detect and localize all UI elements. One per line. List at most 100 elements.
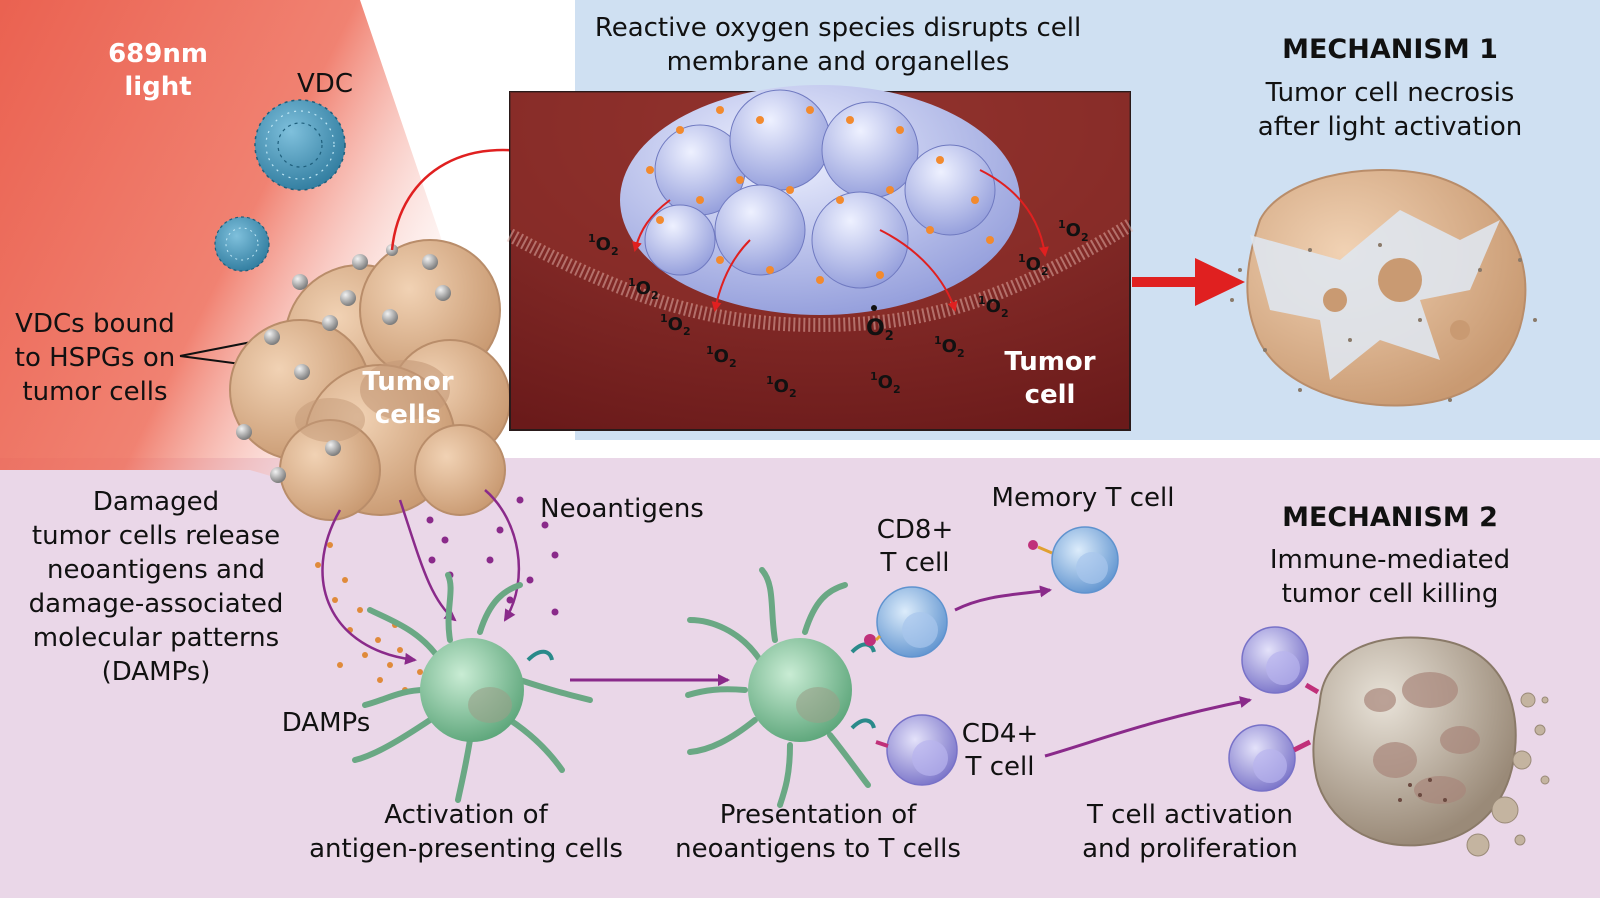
cd4-label-line2: T cell bbox=[965, 752, 1035, 782]
vdc-label: VDC bbox=[297, 69, 353, 99]
o2-super: 1 bbox=[1058, 218, 1066, 231]
presenting-cell bbox=[685, 567, 876, 808]
o2-symbol: O bbox=[1026, 254, 1041, 275]
o2-super: 1 bbox=[660, 312, 668, 325]
o2-super: 1 bbox=[1018, 252, 1026, 265]
antigen-presenting-cell bbox=[352, 572, 593, 803]
vdc-particle-small bbox=[214, 216, 270, 272]
mechanism2-title: MECHANISM 2 bbox=[1282, 502, 1498, 533]
mechanism1-title: MECHANISM 1 bbox=[1282, 34, 1498, 65]
svg-text:1O2: 1O2 bbox=[628, 276, 659, 302]
cd8-label-line2: T cell bbox=[880, 548, 950, 578]
singlet-oxygen-labels: 1O2 1O2 1O2 1O2 1O2 1O2 1O2 1O2 1O2 1O2 … bbox=[588, 218, 1089, 400]
o2-sub: 2 bbox=[789, 387, 797, 400]
o2-super: 1 bbox=[588, 232, 596, 245]
o2-symbol: O bbox=[636, 278, 651, 299]
damp-arrow bbox=[321, 509, 417, 665]
cd8-t-cell bbox=[864, 586, 948, 658]
mechanism2-sub-line2: tumor cell killing bbox=[1282, 579, 1499, 609]
svg-text:1O2: 1O2 bbox=[978, 294, 1009, 320]
o2-symbol: O bbox=[866, 316, 885, 341]
svg-text:1O2: 1O2 bbox=[870, 370, 901, 396]
o2-sub: 2 bbox=[893, 383, 901, 396]
ros-title-line1: Reactive oxygen species disrupts cell bbox=[595, 13, 1081, 43]
damps-label: DAMPs bbox=[282, 708, 371, 738]
o2-sub: 2 bbox=[729, 357, 737, 370]
necrotic-cell bbox=[1230, 169, 1537, 407]
cd8-to-memory-arrow bbox=[954, 585, 1052, 612]
o2-sub: 2 bbox=[1081, 231, 1089, 244]
o2-super: 1 bbox=[978, 294, 986, 307]
memory-t-cell bbox=[1028, 526, 1119, 594]
svg-text:1O2: 1O2 bbox=[1058, 218, 1089, 244]
o2-super: 1 bbox=[934, 334, 942, 347]
o2-symbol: O bbox=[668, 314, 683, 335]
damaged-text-line2: tumor cells release bbox=[32, 521, 280, 551]
light-label: light bbox=[124, 72, 191, 102]
svg-text:1O2: 1O2 bbox=[660, 312, 691, 338]
tcell-activation-line1: T cell activation bbox=[1086, 800, 1293, 830]
killer-t-cell-upper bbox=[1241, 626, 1320, 695]
killer-t-cell-lower bbox=[1228, 724, 1312, 792]
cd4-t-cell bbox=[875, 714, 958, 786]
o2-sub: 2 bbox=[651, 289, 659, 302]
o2-sub: 2 bbox=[683, 325, 691, 338]
o2-sub: 2 bbox=[957, 347, 965, 360]
light-wavelength-label: 689nm bbox=[108, 39, 208, 69]
damaged-text-line1: Damaged bbox=[93, 487, 219, 517]
memory-label: Memory T cell bbox=[992, 483, 1175, 513]
cd4-label-line1: CD4+ bbox=[962, 719, 1039, 749]
o2-symbol: O bbox=[942, 336, 957, 357]
svg-text:O2: O2 bbox=[866, 316, 894, 344]
mechanism1-sub-line2: after light activation bbox=[1258, 112, 1522, 142]
cd4-to-killing-arrow bbox=[1044, 696, 1252, 758]
mechanism2-sub-line1: Immune-mediated bbox=[1270, 545, 1510, 575]
inset-tumor-cell-line1: Tumor bbox=[1004, 347, 1095, 377]
o2-symbol: O bbox=[596, 234, 611, 255]
o2-super: 1 bbox=[766, 374, 774, 387]
svg-text:1O2: 1O2 bbox=[1018, 252, 1049, 278]
mechanism1-arrow-head bbox=[1195, 258, 1245, 306]
damaged-text-line6: (DAMPs) bbox=[102, 657, 211, 687]
inset-tumor-cell-line2: cell bbox=[1025, 380, 1076, 410]
damaged-text-line5: molecular patterns bbox=[33, 623, 279, 653]
mechanism1-sub-line1: Tumor cell necrosis bbox=[1265, 78, 1515, 108]
vdc-bound-line1: VDCs bound bbox=[15, 309, 175, 339]
o2-symbol: O bbox=[878, 372, 893, 393]
vdc-bound-line3: tumor cells bbox=[22, 377, 167, 407]
o2-symbol: O bbox=[774, 376, 789, 397]
neoantigens-label: Neoantigens bbox=[540, 494, 704, 524]
svg-text:1O2: 1O2 bbox=[934, 334, 965, 360]
inset-image bbox=[506, 85, 1134, 431]
o2-sub: 2 bbox=[1041, 265, 1049, 278]
dying-tumor-cell bbox=[1312, 636, 1550, 857]
o2-sub: 2 bbox=[1001, 307, 1009, 320]
o2-sub: 2 bbox=[885, 329, 894, 344]
tumor-cell-cluster bbox=[229, 239, 511, 521]
apc-label-line2: antigen-presenting cells bbox=[309, 834, 623, 864]
ros-title-line2: membrane and organelles bbox=[667, 47, 1010, 77]
vdc-bound-line2: to HSPGs on bbox=[15, 343, 175, 373]
damp-particles bbox=[315, 542, 423, 693]
damaged-text-line4: damage-associated bbox=[29, 589, 284, 619]
o2-super: 1 bbox=[628, 276, 636, 289]
o2-symbol: O bbox=[714, 346, 729, 367]
tumor-cells-label-line2: cells bbox=[375, 400, 441, 430]
tcell-activation-line2: and proliferation bbox=[1082, 834, 1298, 864]
presentation-label-line2: neoantigens to T cells bbox=[675, 834, 961, 864]
damaged-text-line3: neoantigens and bbox=[47, 555, 265, 585]
o2-super: 1 bbox=[706, 344, 714, 357]
svg-text:1O2: 1O2 bbox=[588, 232, 619, 258]
cd8-label-line1: CD8+ bbox=[877, 515, 954, 545]
neoantigen-arrow bbox=[484, 489, 521, 622]
o2-symbol: O bbox=[986, 296, 1001, 317]
o2-super: 1 bbox=[870, 370, 878, 383]
apc-label-line1: Activation of bbox=[384, 800, 548, 830]
svg-text:1O2: 1O2 bbox=[706, 344, 737, 370]
vdc-particle-large bbox=[254, 99, 346, 191]
svg-text:1O2: 1O2 bbox=[766, 374, 797, 400]
o2-symbol: O bbox=[1066, 220, 1081, 241]
tumor-cells-label-line1: Tumor bbox=[362, 367, 453, 397]
